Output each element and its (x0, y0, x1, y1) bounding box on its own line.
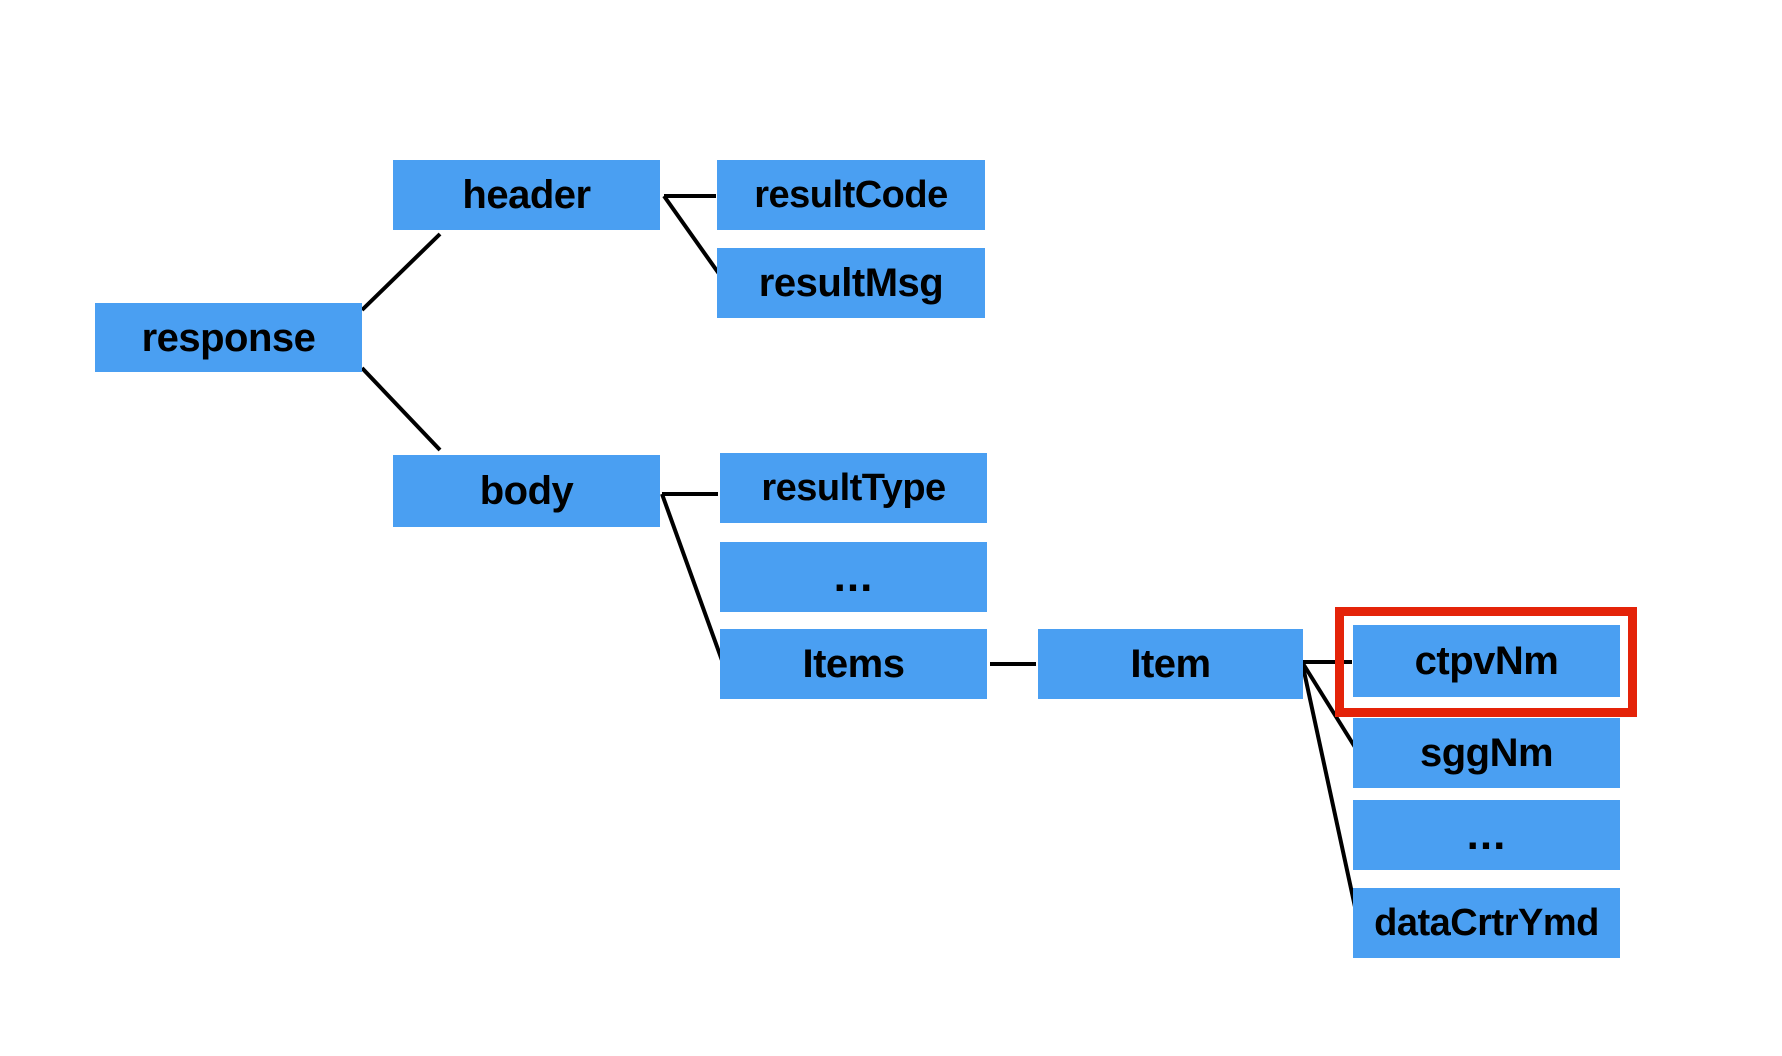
node-Item[interactable]: Item (1038, 629, 1303, 699)
node-Items[interactable]: Items (720, 629, 987, 699)
node-label: Item (1130, 642, 1211, 686)
edge-header-to-resultMsg (662, 194, 724, 280)
node-label: body (479, 469, 574, 513)
node-label: ... (833, 552, 874, 601)
node-label: ctpvNm (1414, 639, 1559, 683)
node-label: Items (802, 642, 906, 686)
node-label: dataCrtrYmd (1374, 902, 1599, 944)
node-header[interactable]: header (393, 160, 660, 230)
node-response[interactable]: response (95, 303, 362, 372)
node-resultCode[interactable]: resultCode (717, 160, 985, 230)
node-label: resultMsg (758, 261, 944, 305)
node-label: header (462, 173, 591, 217)
node-body[interactable]: body (393, 455, 660, 527)
node-itemEllipsis[interactable]: ... (1353, 800, 1620, 870)
node-dataCrtrYmd[interactable]: dataCrtrYmd (1353, 888, 1620, 958)
node-label: resultType (761, 467, 946, 509)
node-label: sggNm (1419, 731, 1554, 775)
node-label: response (141, 315, 316, 360)
node-resultType[interactable]: resultType (720, 453, 987, 523)
node-resultMsg[interactable]: resultMsg (717, 248, 985, 318)
edge-response-to-body (360, 366, 442, 452)
edge-response-to-header (360, 232, 442, 312)
node-label: ... (1466, 810, 1507, 859)
edge-body-to-Items (660, 493, 726, 667)
node-sggNm[interactable]: sggNm (1353, 718, 1620, 788)
node-bodyEllipsis[interactable]: ... (720, 542, 987, 612)
node-ctpvNm[interactable]: ctpvNm (1353, 625, 1620, 697)
highlight-frame-ctpvNm (1335, 607, 1637, 717)
node-label: resultCode (754, 174, 948, 216)
